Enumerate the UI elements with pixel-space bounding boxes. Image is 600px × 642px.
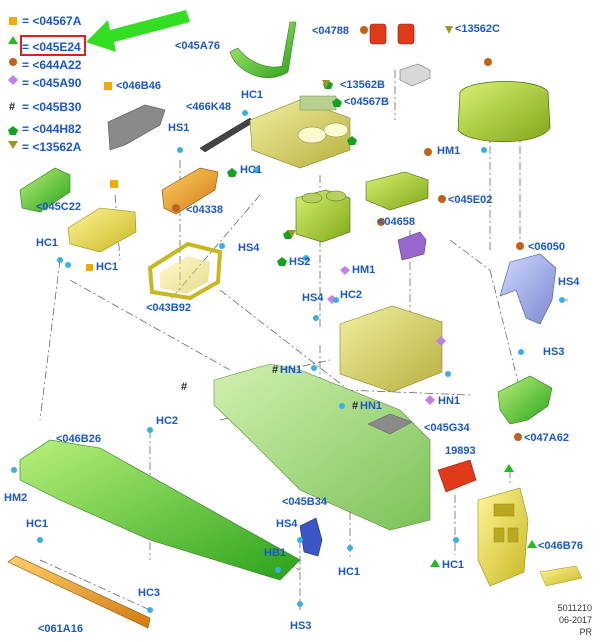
part-19893 [437,459,477,493]
legend-item-045A90: = <045A90 [22,76,82,90]
label-043B92: <043B92 [146,302,191,314]
fastener-HN1-b: HN1 [360,400,383,412]
label-04788: <04788 [312,25,350,37]
part-console-box [339,305,443,393]
hash-marker-hn1-a: # [272,364,279,376]
highlight-box [20,35,86,56]
fastener-HS3-right: HS3 [543,346,565,358]
fastener-HC1-left: HC1 [36,237,59,249]
fastener-HS2: HS2 [289,256,311,268]
part-047A62 [497,375,553,425]
label-06050: <06050 [528,241,566,253]
part-cupholder [295,189,351,243]
label-061A16: <061A16 [38,623,83,635]
part-046B26 [19,439,301,581]
part-yellow-trim-left [67,207,137,253]
fastener-HS4-bottom: HS4 [276,518,298,530]
legend-item-045E24: = <045E24 [22,40,81,54]
legend-item-04567A: = <04567A [22,14,82,28]
fastener-HC1-bottom-left: HC1 [26,518,49,530]
fastener-HC1-right: HC1 [442,559,465,571]
part-046B46 [107,104,166,151]
fastener-HS4-mid: HS4 [238,242,260,254]
label-045E02: <045E02 [448,194,493,206]
fastener-HM2: HM2 [4,492,28,504]
part-06050 [499,253,557,325]
fastener-HM1-right: HM1 [437,145,461,157]
fastener-HC3: HC3 [138,587,161,599]
label-046B76: <046B76 [538,540,583,552]
part-061A16 [7,555,151,629]
part-466K48 [199,117,255,153]
fastener-HC1-top: HC1 [241,89,264,101]
footer-tag: PR [579,627,592,637]
marker-symbols [86,26,537,567]
label-046B46: <046B46 [116,80,161,92]
hash-marker-hn1-b: # [352,400,359,412]
label-047A62: <047A62 [524,432,569,444]
part-043B92 [147,241,223,301]
label-045B34: <045B34 [282,496,327,508]
fastener-HN1-c: HN1 [438,395,461,407]
label-hash-marker: # [181,381,188,393]
label-045C22: <045C22 [36,201,81,213]
footer-date: 06-2017 [558,615,592,625]
label-13562B: <13562B [340,79,385,91]
fastener-HS3-bottom: HS3 [290,620,312,632]
fastener-HC1-lower: HC1 [96,261,119,273]
label-045G34: <045G34 [424,422,470,434]
label-04567B: <04567B [344,96,389,108]
part-floor-console [213,363,431,531]
label-466K48: <466K48 [186,101,231,113]
part-armrest-lid [457,81,551,143]
part-04658 [397,231,427,261]
part-04788 [369,23,415,45]
fastener-HB1: HB1 [264,547,287,559]
drawing-footer: 5011210 06-2017 PR [558,602,592,638]
label-13562C: <13562C [455,23,500,35]
fastener-HS1: HS1 [168,122,190,134]
fastener-HC1-bottom: HC1 [338,566,361,578]
fastener-HC1-mid: HC1 [240,164,263,176]
footer-code: 5011210 [557,603,592,613]
legend-item-13562A: = <13562A [22,140,82,154]
label-046B26: <046B26 [56,433,101,445]
part-045A76 [229,21,297,78]
legend-item-644A22: = <644A22 [22,58,82,72]
fastener-dots [11,110,565,613]
legend-item-044H82: = <044H82 [22,122,82,136]
label-045A76: <045A76 [175,40,220,52]
part-045C22 [19,167,71,213]
part-045G34 [367,413,413,435]
legend-symbols [8,17,18,149]
part-045E02 [365,171,429,211]
legend-item-045B30: #= <045B30 [8,100,82,114]
part-045B34 [299,517,323,557]
fastener-HC2-center: HC2 [340,289,363,301]
fastener-HS4-right: HS4 [558,276,580,288]
pointer-arrow [86,10,190,52]
part-04338 [161,167,219,215]
label-04338: <04338 [186,204,224,216]
fastener-HC2-left: HC2 [156,415,179,427]
fastener-HM1-center: HM1 [352,264,376,276]
label-19893: 19893 [445,445,476,457]
fastener-HS4-center: HS4 [302,292,324,304]
part-13562B [399,63,431,87]
label-04658: <04658 [378,216,416,228]
fastener-HN1-a: HN1 [280,364,303,376]
